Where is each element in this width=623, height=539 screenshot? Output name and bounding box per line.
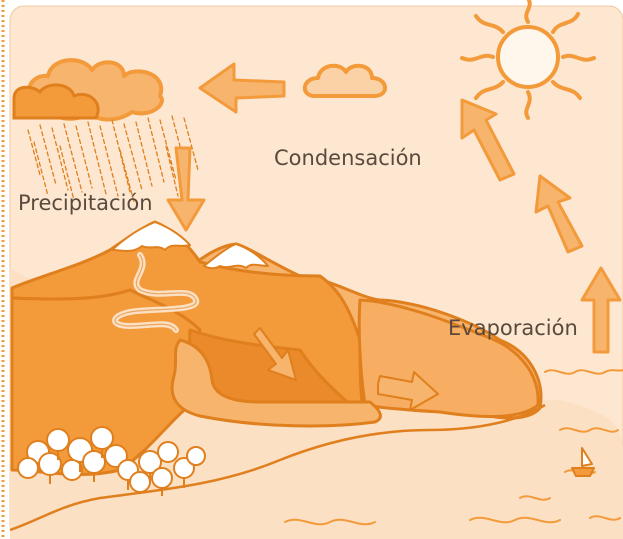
condensation-label: Condensación xyxy=(274,146,422,170)
precipitation-label: Precipitación xyxy=(18,191,153,215)
evaporation-label: Evaporación xyxy=(448,316,578,340)
